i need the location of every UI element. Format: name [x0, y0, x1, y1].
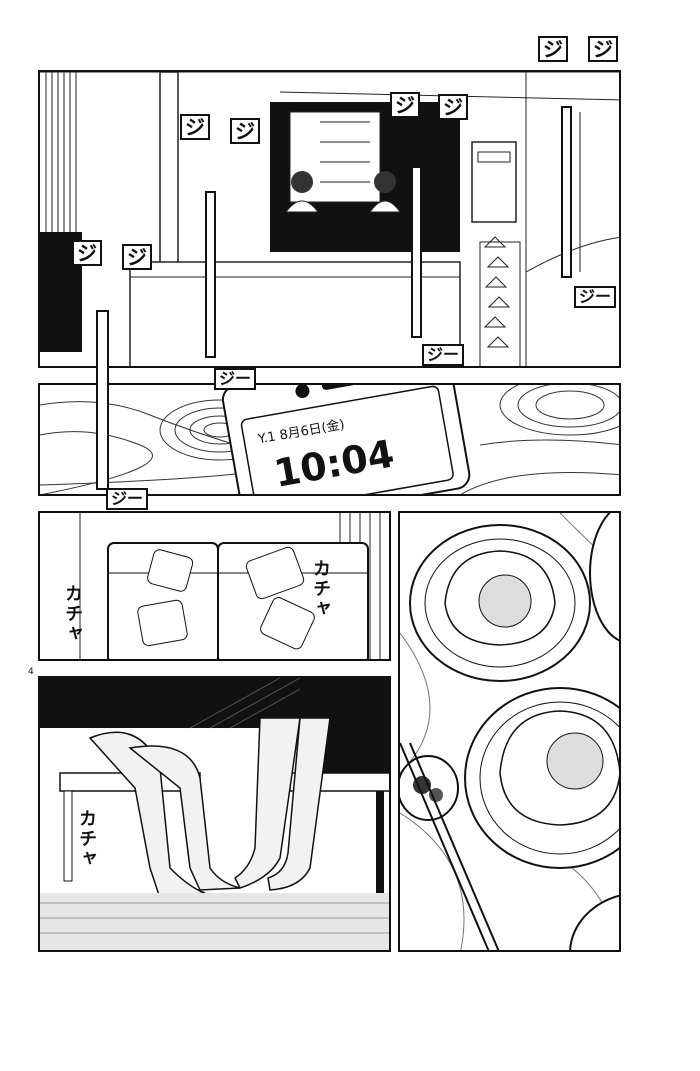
- sfx-kacha-3: カチャ: [76, 809, 97, 869]
- sfx-kacha-2: カチャ: [310, 559, 331, 619]
- sfx-zi-top-2: ジ: [588, 36, 618, 62]
- room-illustration: [40, 72, 619, 366]
- glasses-illustration: [40, 513, 389, 659]
- sfx-zi-1: ジ: [180, 114, 210, 140]
- sfx-zi-2: ジ: [230, 118, 260, 144]
- sfx-kacha-1: カチャ: [62, 584, 83, 644]
- sfx-ji-long-4: ジー: [106, 488, 149, 510]
- panel-phone: Y.1 8月6日(金) 10:04: [38, 383, 621, 496]
- sfx-zi-top-1: ジ: [538, 36, 568, 62]
- panel-legs: カチャ: [38, 676, 391, 952]
- sfx-zi-4: ジ: [438, 94, 468, 120]
- sfx-ji-long-1: ジー: [574, 286, 617, 308]
- sfx-ji-long-2: ジー: [422, 344, 465, 366]
- panel-room-interior: ジ ジ ジ ジ ジ ジ ジー ジー: [38, 70, 621, 368]
- phone-screen: Y.1 8月6日(金) 10:04: [256, 416, 398, 494]
- panel-fried-eggs: [398, 511, 621, 952]
- sfx-zi-5: ジ: [72, 240, 102, 266]
- legs-illustration: [40, 678, 389, 950]
- sfx-ji-long-3: ジー: [214, 368, 257, 390]
- sfx-zi-3: ジ: [390, 92, 420, 118]
- fried-eggs-illustration: [400, 513, 619, 950]
- page-number: 4: [28, 667, 34, 677]
- panel-glasses: カチャ カチャ: [38, 511, 391, 661]
- sfx-zi-6: ジ: [122, 244, 152, 270]
- phone-table-illustration: [40, 385, 619, 494]
- sfx-long-stroke: [96, 310, 109, 490]
